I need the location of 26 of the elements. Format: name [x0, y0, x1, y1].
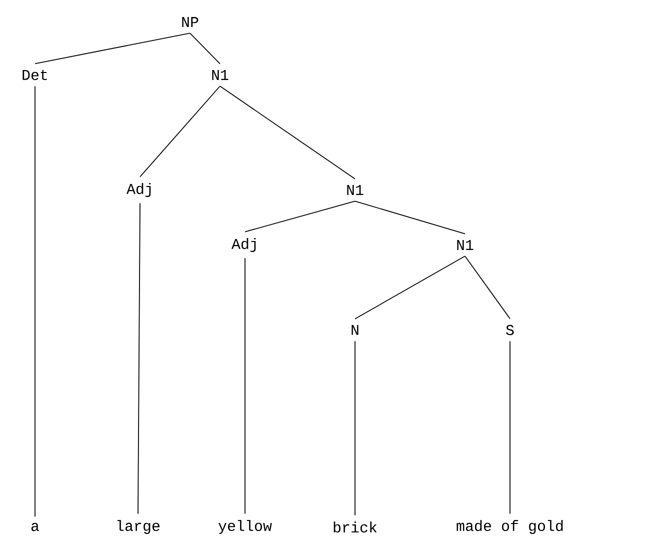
word: made of gold: [456, 520, 563, 534]
tree-branch: [220, 86, 356, 180]
category-label: Det: [22, 70, 47, 80]
category-label: N1: [457, 240, 474, 250]
tree-branch: [354, 200, 466, 234]
tree-branch: [244, 258, 246, 514]
category-label: N1: [347, 185, 364, 195]
tree-branch: [244, 200, 356, 232]
category-label: NP: [182, 17, 198, 27]
category-label: Adj: [126, 183, 151, 197]
tree-branch: [464, 256, 510, 320]
tree-branch: [354, 256, 466, 320]
tree-branch: [140, 86, 220, 178]
tree-branch: [34, 32, 190, 64]
word: yellow: [218, 520, 272, 534]
word: large: [117, 520, 160, 534]
category-label: N: [352, 325, 358, 335]
word: a: [31, 522, 39, 532]
category-label: Adj: [232, 238, 256, 252]
category-label: S: [506, 324, 514, 336]
word: brick: [334, 521, 377, 532]
tree-branch: [354, 340, 356, 516]
category-label: N1: [212, 70, 228, 80]
tree-branch: [190, 32, 220, 64]
tree-branch: [34, 86, 36, 518]
tree-branch: [138, 202, 140, 514]
